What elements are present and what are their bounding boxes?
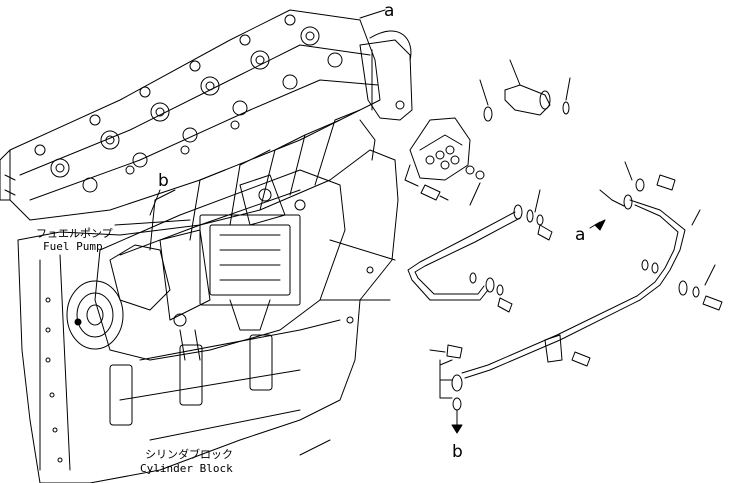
callout-a-top: a	[384, 1, 395, 21]
injection-lines	[149, 109, 361, 251]
banjo-fitting	[429, 344, 463, 434]
callout-leaders	[114, 9, 606, 456]
fuel-pipe-right	[461, 161, 723, 379]
pump-drive-gear	[66, 244, 171, 350]
callout-b-bottom: b	[452, 442, 463, 462]
callout-b-left: b	[158, 171, 169, 191]
cylinder-block	[17, 149, 399, 483]
fuel-pipe-loop	[407, 182, 553, 313]
cylinder-block-label-en: Cylinder Block	[140, 462, 233, 475]
bracket-bolts	[420, 165, 485, 201]
fuel-pump-label-jp: フュエルポンプ	[36, 227, 113, 240]
callout-a-mid: a	[575, 225, 586, 245]
cylinder-head	[0, 9, 381, 221]
fuel-injection-pump	[94, 169, 346, 361]
cylinder-block-label-jp: シリンダブロック	[145, 448, 233, 461]
priming-pump-bracket	[404, 117, 471, 187]
elbow-fitting	[479, 59, 571, 122]
fuel-filter-head	[359, 30, 413, 161]
fuel-pump-label-en: Fuel Pump	[43, 240, 103, 253]
